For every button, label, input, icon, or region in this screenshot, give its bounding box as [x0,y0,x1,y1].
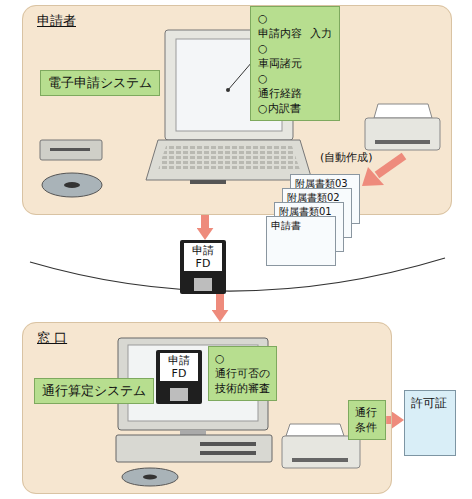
disk-drive [42,173,102,197]
printer [292,458,348,462]
permit-document-text: 許可証 [411,395,449,412]
laptop [190,180,226,184]
floppy-disk: 申請 FD [180,240,226,294]
laptop [158,146,300,170]
input-list-box-text: 入力 [310,26,332,116]
disk-drive [64,182,80,188]
disk-shutter [170,388,188,401]
condition-box: 通行条件 [348,400,386,440]
input-list-box-text: ○申請内容 ○車両諸元 ○通行経路 ○内訳書 [258,11,302,116]
office-panel-text: 窓 口 [37,329,67,347]
system-box: 電子申請システム [40,70,160,96]
panel-fill [22,5,452,494]
system-box-text: 通行算定システム [42,382,146,400]
document-sheet-text: 申請書 [271,219,331,233]
leader-line [226,88,230,92]
disk-drive [50,148,90,151]
leader-line [226,62,252,92]
input-list-box: ○申請内容 ○車両諸元 ○通行経路 ○内訳書入力 [250,6,340,121]
flow-arrow [216,294,224,310]
floppy-disk-text: 申請 FD [184,243,222,271]
system-box: 通行算定システム [34,378,154,404]
panel-fill [22,322,392,494]
print-arrow [377,156,404,175]
submission-arc [30,258,445,291]
office-panel: 窓 口通行算定システム申請 FD ○通行可否の 技術的審査通行条件 [22,322,392,494]
applicant-panel: 申請者電子申請システム ○申請内容 ○車両諸元 ○通行経路 ○内訳書入力 [22,5,452,215]
panel-fill [22,5,452,215]
submission-arc [30,258,445,291]
desktop-computer [143,475,157,480]
desktop-computer [200,451,256,455]
printer [282,436,360,468]
review-box: ○通行可否の 技術的審査 [208,346,277,401]
printer [375,140,430,144]
leader-line [228,62,252,90]
disk-drive [40,140,102,197]
print-arrow [362,167,384,186]
review-box-text: ○通行可否の 技術的審査 [215,351,270,396]
desktop-computer [122,468,178,486]
printer [374,104,432,118]
condition-box-text: 通行条件 [355,405,379,435]
printer [365,118,440,150]
desktop-computer [116,435,272,462]
flow-arrow [201,215,209,228]
desktop-computer [180,430,206,435]
printer [286,424,344,436]
document-sheet: 申請書 [266,216,336,266]
floppy-disk: 申請 FD [156,350,202,404]
laptop [146,140,312,180]
system-box-text: 電子申請システム [48,74,152,92]
printer [365,104,440,150]
applicant-panel-text: 申請者 [37,12,76,30]
disk-drive [40,140,102,160]
disk-shutter [194,278,212,291]
permit-document: 許可証 [404,390,456,456]
desktop-computer [200,442,256,446]
note-label: (自動作成) [320,150,373,165]
floppy-disk-text: 申請 FD [160,353,198,381]
